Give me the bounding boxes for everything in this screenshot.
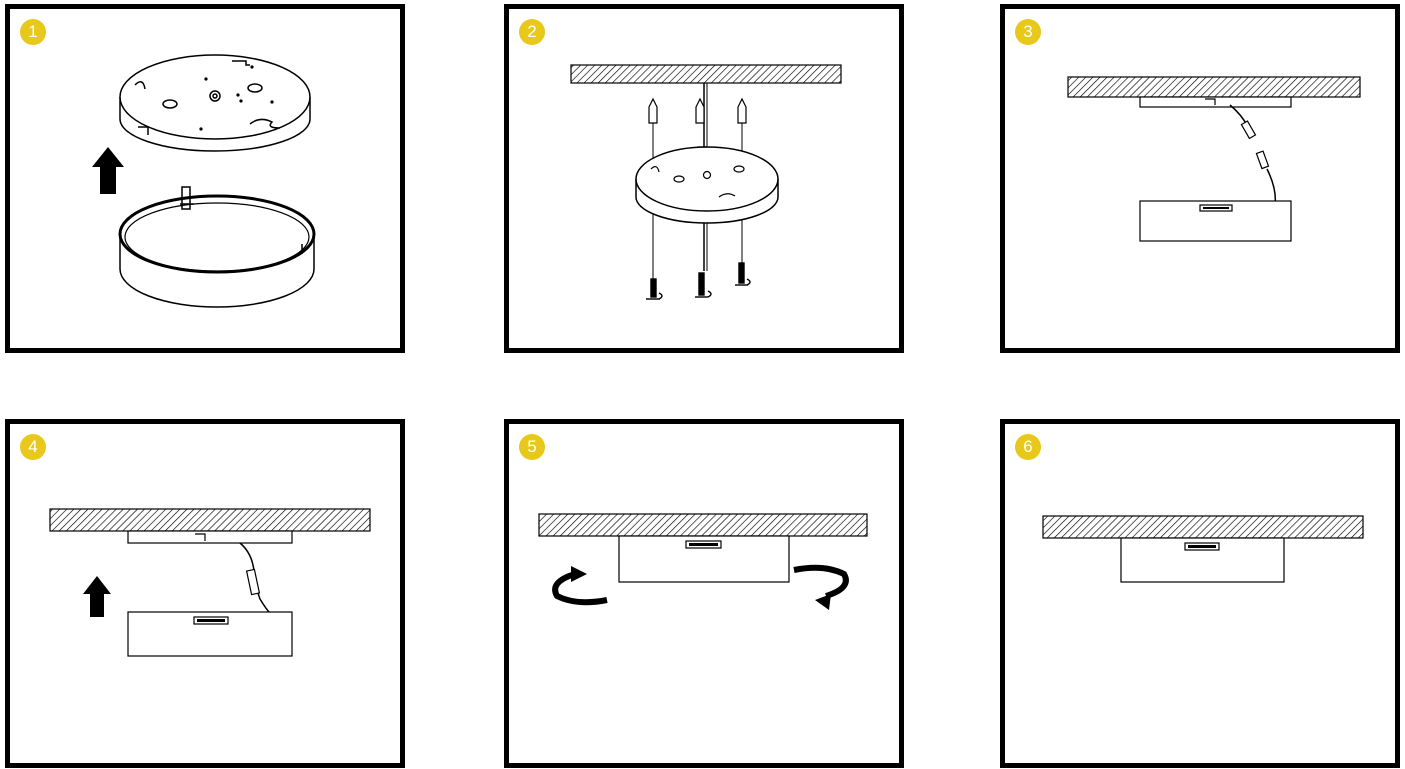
up-arrow-icon <box>83 576 111 617</box>
step-number-badge: 5 <box>519 434 545 460</box>
ceiling <box>570 64 842 84</box>
rotate-arrow-icon <box>793 564 849 599</box>
panel-clip <box>193 616 229 625</box>
step-5-illustration <box>538 513 868 610</box>
plate-holes <box>134 60 281 135</box>
ceiling <box>1067 76 1361 98</box>
step-number-badge: 4 <box>20 434 46 460</box>
step-number-badge: 3 <box>1015 19 1041 45</box>
panel-clip <box>1184 542 1220 551</box>
panel-clip <box>1199 204 1233 212</box>
connector <box>245 568 261 596</box>
up-arrow-icon <box>92 147 124 194</box>
housing-ring <box>118 186 316 308</box>
screw <box>646 262 751 300</box>
rotate-arrow-icon <box>815 594 831 610</box>
step-1-illustration <box>92 54 316 308</box>
step-6-panel: 6 <box>1000 419 1400 768</box>
mounting-plate <box>119 54 311 152</box>
ceiling <box>49 508 371 532</box>
step-4-illustration <box>49 508 371 657</box>
wall-anchor <box>648 97 747 124</box>
step-number-badge: 1 <box>20 19 46 45</box>
step-1-panel: 1 <box>5 4 405 353</box>
step-2-panel: 2 <box>504 4 904 353</box>
mounted-plate <box>127 530 293 544</box>
rotate-arrow-icon <box>552 571 608 606</box>
step-number-badge: 2 <box>519 19 545 45</box>
step-4-panel: 4 <box>5 419 405 768</box>
panel-clip <box>685 540 722 549</box>
step-3-illustration <box>1067 76 1361 242</box>
step-2-illustration <box>570 64 842 300</box>
connector <box>1240 120 1270 170</box>
ceiling <box>1042 515 1364 539</box>
step-6-illustration <box>1042 515 1364 583</box>
ceiling <box>538 513 868 537</box>
step-3-panel: 3 <box>1000 4 1400 353</box>
step-number-badge: 6 <box>1015 434 1041 460</box>
rotate-arrow-icon <box>571 566 587 582</box>
step-5-panel: 5 <box>504 419 904 768</box>
mounting-plate <box>635 146 779 224</box>
